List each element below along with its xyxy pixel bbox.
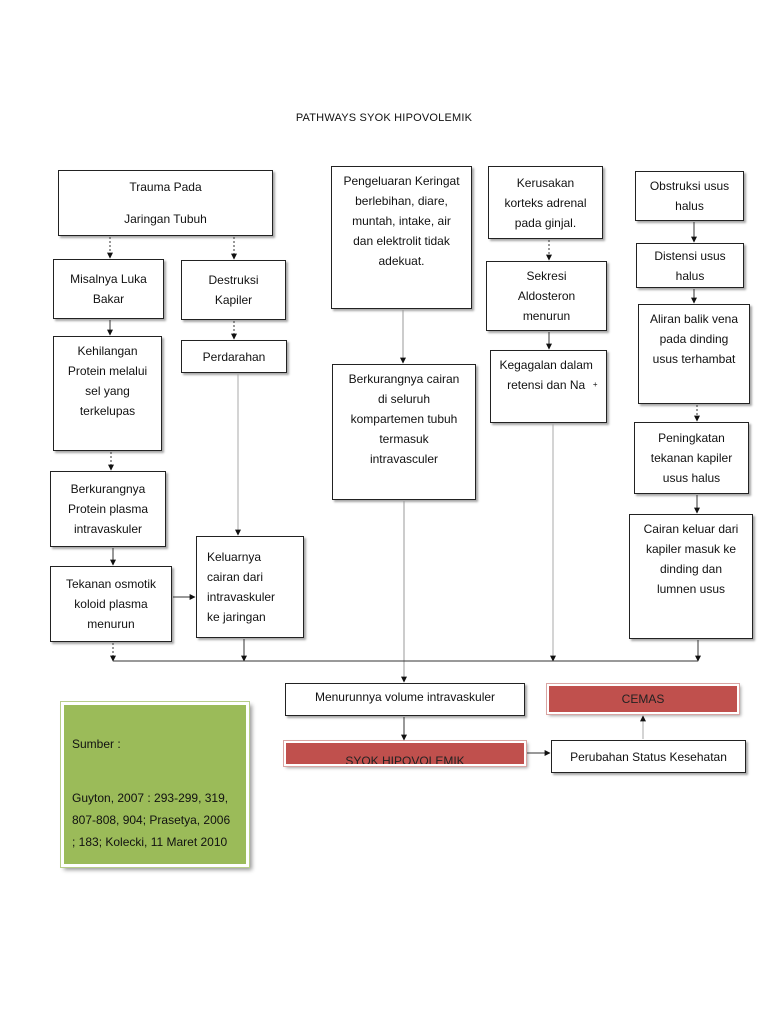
node-berkurang-protein: Berkurangnya Protein plasma intravaskule… [50, 471, 166, 547]
node-trauma: Trauma Pada Jaringan Tubuh [58, 170, 273, 236]
node-berkurang-cairan: Berkurangnya cairan di seluruh kompartem… [332, 364, 476, 500]
source-box: Sumber : Guyton, 2007 : 293-299, 319, 80… [61, 702, 249, 867]
node-kegagalan-retensi: Kegagalan dalam retensi dan Na+ [490, 350, 607, 423]
node-kerusakan-korteks: Kerusakan korteks adrenal pada ginjal. [488, 166, 603, 239]
node-menurunnya-volume: Menurunnya volume intravaskuler [285, 683, 525, 716]
source-label: Sumber : [72, 737, 121, 751]
node-luka-bakar: Misalnya Luka Bakar [53, 259, 164, 319]
node-aliran-balik: Aliran balik vena pada dinding usus terh… [638, 304, 750, 404]
source-text: Guyton, 2007 : 293-299, 319, 807-808, 90… [72, 791, 231, 849]
node-pengeluaran-keringat: Pengeluaran Keringat berlebihan, diare, … [331, 166, 472, 309]
kegagalan-text: Kegagalan dalam retensi dan Na [499, 358, 593, 392]
node-keluarnya-cairan: Keluarnya cairan dari intravaskuler ke j… [196, 536, 304, 638]
diagram-title: PATHWAYS SYOK HIPOVOLEMIK [295, 112, 473, 124]
syok-label: SYOK HIPOVOLEMIK [345, 753, 465, 766]
node-obstruksi: Obstruksi usus halus [635, 171, 744, 221]
node-perubahan-status: Perubahan Status Kesehatan [551, 740, 746, 773]
node-cemas: CEMAS [547, 684, 739, 714]
node-syok-hipovolemik: SYOK HIPOVOLEMIK [284, 741, 526, 766]
cemas-label: CEMAS [621, 692, 665, 706]
node-kehilangan-protein: Kehilangan Protein melalui sel yang terk… [53, 336, 162, 451]
node-distensi: Distensi usus halus [636, 243, 744, 288]
node-destruksi: Destruksi Kapiler [181, 260, 286, 320]
node-perdarahan: Perdarahan [181, 340, 287, 373]
node-peningkatan-tekanan: Peningkatan tekanan kapiler usus halus [634, 422, 749, 494]
node-tekanan-osmotik: Tekanan osmotik koloid plasma menurun [50, 566, 172, 642]
node-sekresi-aldosteron: Sekresi Aldosteron menurun [486, 261, 607, 331]
sodium-charge: + [592, 380, 598, 389]
node-cairan-keluar: Cairan keluar dari kapiler masuk ke dind… [629, 514, 753, 639]
